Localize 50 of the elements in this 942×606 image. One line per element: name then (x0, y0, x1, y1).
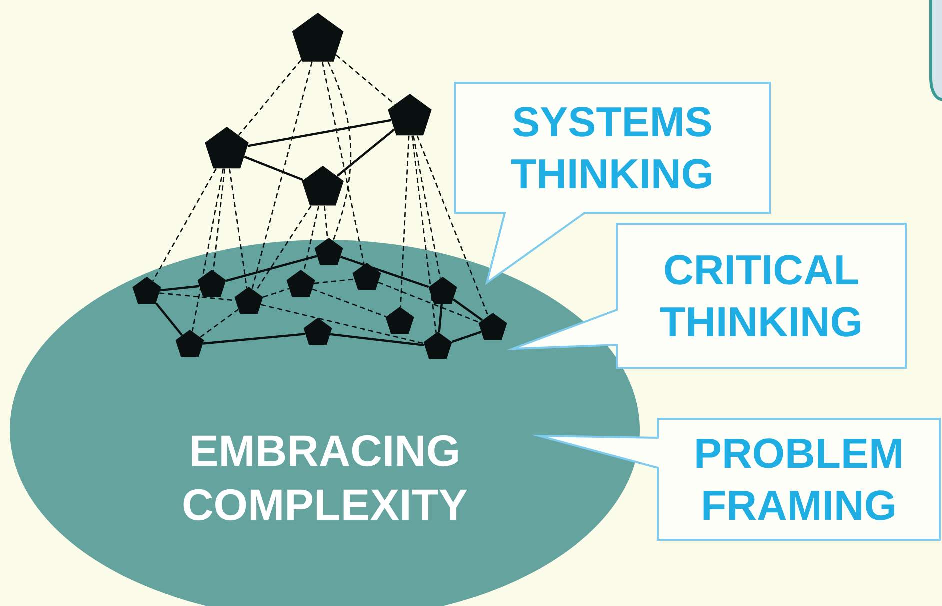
connector (452, 330, 482, 344)
pentagon (388, 94, 432, 136)
connector (336, 54, 396, 106)
connector (260, 304, 424, 344)
connector (400, 136, 410, 308)
connector (412, 136, 442, 279)
pentagon (132, 277, 162, 304)
pentagon (198, 270, 226, 298)
pentagon (352, 263, 382, 290)
connector (255, 206, 312, 292)
connector (322, 62, 365, 265)
pentagon (428, 277, 458, 304)
connector (160, 285, 200, 292)
connector (378, 282, 480, 324)
connector (412, 136, 437, 334)
pentagon (478, 313, 508, 340)
pentagon (286, 270, 316, 298)
pentagon (302, 166, 344, 206)
pentagon (304, 318, 332, 346)
pentagon (424, 332, 452, 360)
connector (263, 288, 290, 298)
connector (330, 333, 425, 347)
connector (152, 168, 217, 282)
connector (192, 168, 224, 332)
connector (238, 60, 302, 136)
connector (200, 309, 239, 338)
pentagon (292, 13, 344, 62)
connector (328, 62, 352, 242)
pentagon (314, 238, 344, 266)
connector (212, 168, 226, 271)
connector (324, 206, 328, 239)
connector (336, 128, 396, 178)
connector (438, 304, 443, 333)
pentagon (205, 127, 249, 169)
speech-bubble: CRITICAL THINKING (506, 223, 907, 369)
connector (244, 156, 304, 182)
pentagon (234, 287, 264, 314)
connector (229, 168, 248, 288)
connector (312, 288, 386, 318)
connector (248, 119, 392, 148)
connector (314, 278, 355, 284)
connector (452, 298, 484, 322)
pentagon (176, 330, 204, 358)
connector (340, 256, 430, 288)
pentagon (386, 307, 414, 334)
connector (416, 136, 489, 316)
connector (155, 302, 184, 336)
connector (203, 333, 306, 345)
connector (226, 255, 318, 282)
connector (252, 62, 313, 290)
